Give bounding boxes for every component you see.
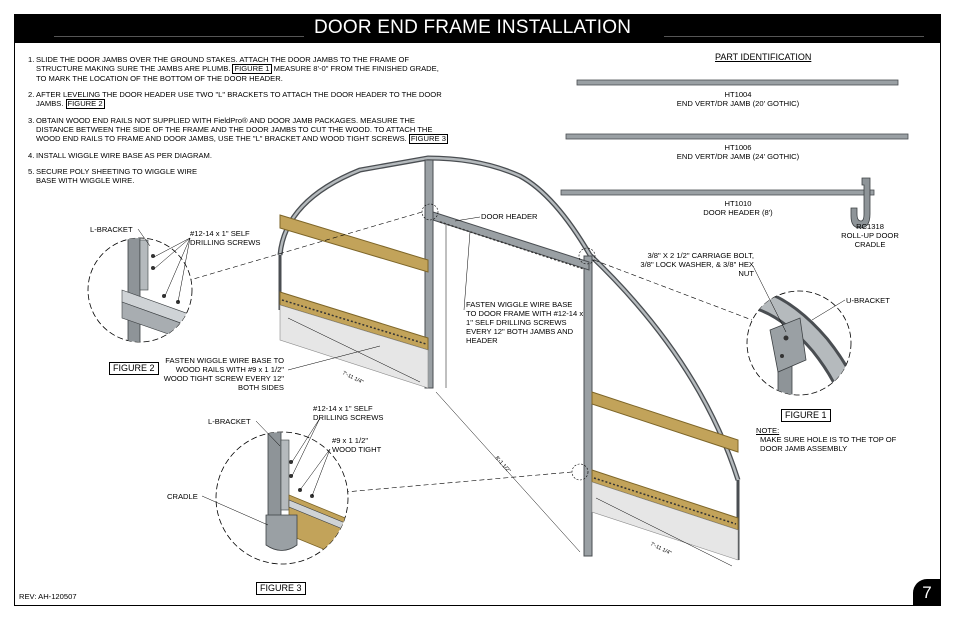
- figure-3-label: FIGURE 3: [256, 582, 306, 595]
- wood-rail-left-top: [279, 214, 429, 273]
- callout-fig3-cradle: CRADLE: [167, 492, 198, 501]
- part-label-ht1006: HT1006 END VERT/DR JAMB (24' GOTHIC): [676, 143, 800, 161]
- step-5: 5. SECURE POLY SHEETING TO WIGGLE WIRE B…: [28, 166, 198, 185]
- part-label-ht1004: HT1004 END VERT/DR JAMB (20' GOTHIC): [676, 90, 800, 108]
- part-label-ht1010: HT1010 DOOR HEADER (8'): [703, 199, 773, 217]
- detail-marker-fig1: [578, 247, 596, 265]
- dimension-top: 7'-11 1/4": [341, 370, 364, 385]
- callout-fig2-screws: #12-14 x 1" SELF DRILLING SCREWS: [190, 229, 261, 247]
- callout-door-header: DOOR HEADER: [481, 212, 538, 221]
- callout-u-bracket: U-BRACKET: [846, 296, 890, 305]
- figure-2-detail: [87, 228, 193, 343]
- end-frame-diagram: 7'-11 1/4" 8'-1 1/2" 7'-11 1/4": [189, 155, 753, 567]
- leader-fasten-header: [463, 231, 471, 311]
- page-number: 7: [913, 579, 941, 606]
- callout-fig3-wood-screws: #9 x 1 1/2" WOOD TIGHT: [332, 436, 382, 454]
- callout-fasten-header: FASTEN WIGGLE WIRE BASE TO DOOR FRAME WI…: [466, 300, 584, 345]
- dimension-bottom: 7'-11 1/4": [649, 541, 672, 556]
- part-bars: [560, 79, 909, 229]
- figure-3-detail: [201, 417, 349, 565]
- figure-1-label: FIGURE 1: [781, 409, 831, 422]
- figure-1-detail: [746, 265, 852, 396]
- title-bar: DOOR END FRAME INSTALLATION: [14, 14, 941, 43]
- rail-wiggle-wire: [281, 299, 427, 345]
- figure-ref: FIGURE 2: [65, 99, 105, 110]
- title-decoration: [54, 36, 304, 37]
- detail-leader: [189, 211, 423, 281]
- dimension-mid: 8'-1 1/2": [494, 455, 512, 474]
- step-2: 2. AFTER LEVELING THE DOOR HEADER USE TW…: [28, 90, 442, 110]
- arch-frame-highlight: [278, 156, 740, 481]
- callout-fig3-l-bracket: L-BRACKET: [208, 417, 251, 426]
- dimension-line-bottom: [595, 497, 733, 567]
- callout-fig3-self-screws: #12-14 x 1" SELF DRILLING SCREWS: [313, 404, 384, 422]
- header-wiggle-wire: [439, 221, 585, 270]
- note-text: MAKE SURE HOLE IS TO THE TOP OF DOOR JAM…: [760, 435, 897, 453]
- part-bar-ht1006: [565, 133, 909, 140]
- dimension-line-mid: [435, 391, 581, 553]
- part-identification-heading: PART IDENTIFICATION: [715, 52, 812, 62]
- title-decoration: [664, 36, 924, 37]
- part-bar-ht1010: [560, 189, 875, 196]
- step-1: 1. SLIDE THE DOOR JAMBS OVER THE GROUND …: [28, 55, 439, 84]
- poly-sheet-right: [591, 481, 739, 561]
- rail-wiggle-wire: [593, 477, 737, 525]
- figure-2-label: FIGURE 2: [109, 362, 159, 375]
- leader-door-header: [454, 216, 481, 222]
- leader-fasten-rails: [287, 345, 381, 371]
- part-bar-ht1004: [576, 79, 899, 86]
- door-jamb-right: [583, 255, 593, 557]
- detail-leader: [344, 471, 573, 493]
- wood-rail-right-top: [591, 391, 739, 453]
- page-title: DOOR END FRAME INSTALLATION: [314, 17, 632, 38]
- detail-leader: [593, 259, 753, 321]
- door-header: [432, 211, 590, 271]
- callout-fasten-rails: FASTEN WIGGLE WIRE BASE TO WOOD RAILS WI…: [163, 356, 284, 392]
- callout-carriage-bolt: 3/8" X 2 1/2" CARRIAGE BOLT, 3/8" LOCK W…: [640, 251, 754, 278]
- cradle-part-icon: [850, 177, 871, 229]
- dimension-line-top: [287, 317, 421, 383]
- part-label-rc1318: RC1318 ROLL-UP DOOR CRADLE: [841, 222, 899, 249]
- revision-label: REV: AH-120507: [19, 592, 77, 601]
- note-label: NOTE:: [756, 426, 780, 435]
- poly-sheet-left: [279, 304, 429, 389]
- step-4: 4. INSTALL WIGGLE WIRE BASE AS PER DIAGR…: [28, 150, 212, 160]
- instruction-list: 1. SLIDE THE DOOR JAMBS OVER THE GROUND …: [28, 55, 448, 192]
- step-3: 3. OBTAIN WOOD END RAILS NOT SUPPLIED WI…: [28, 115, 448, 145]
- figure-ref: FIGURE 3: [408, 134, 448, 145]
- door-jamb-left: [424, 159, 434, 389]
- callout-fig2-l-bracket: L-BRACKET: [90, 225, 133, 234]
